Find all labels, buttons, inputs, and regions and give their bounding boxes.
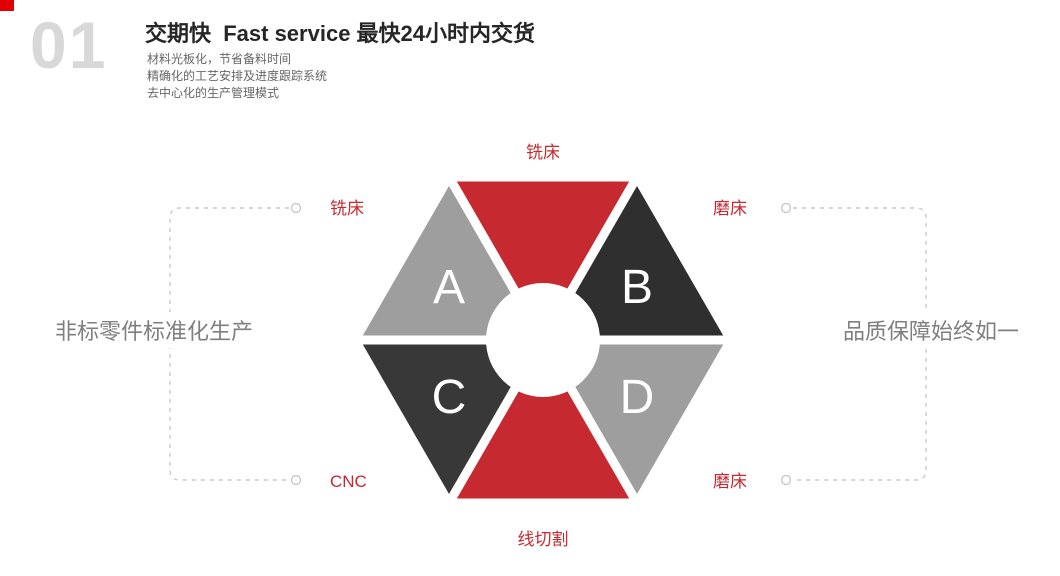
label-upper-left: 铣床 — [330, 199, 364, 218]
subtitle-line-2: 精确化的工艺安排及进度跟踪系统 — [147, 69, 328, 83]
right-dashed-bracket — [793, 207, 927, 481]
connector-dot-bottom-left — [290, 474, 302, 486]
label-bottom: 线切割 — [518, 530, 569, 549]
subtitle-line-1: 材料光板化，节省备料时间 — [147, 52, 292, 66]
segment-letter-a: A — [433, 261, 465, 314]
connector-dot-top-left — [290, 202, 302, 214]
left-caption: 非标零件标准化生产 — [51, 312, 258, 348]
segment-letter-b: B — [621, 261, 653, 314]
subtitle-line-3: 去中心化的生产管理模式 — [147, 86, 280, 100]
label-lower-left: CNC — [330, 472, 367, 491]
segment-upper-left — [350, 172, 548, 345]
label-upper-right: 磨床 — [713, 199, 747, 218]
connector-dot-bottom-right — [780, 474, 792, 486]
right-caption: 品质保障始终如一 — [839, 312, 1024, 348]
section-number: 01 — [30, 8, 108, 82]
label-top: 铣床 — [526, 143, 560, 162]
slide-title: 交期快 Fast service 最快24小时内交货 — [145, 21, 536, 46]
label-lower-right: 磨床 — [713, 472, 747, 491]
subtitle-block: 材料光板化，节省备料时间 精确化的工艺安排及进度跟踪系统 去中心化的生产管理模式 — [147, 51, 327, 102]
corner-accent — [0, 0, 14, 11]
segment-letter-c: C — [432, 371, 467, 424]
left-dashed-bracket — [169, 207, 289, 481]
center-circle — [486, 283, 600, 397]
connector-dot-top-right — [780, 202, 792, 214]
segment-letter-d: D — [620, 371, 655, 424]
